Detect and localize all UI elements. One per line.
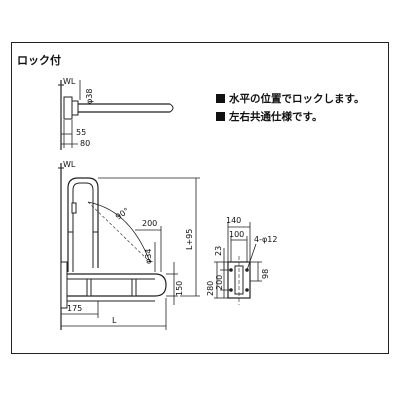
label-l95: L+95 bbox=[185, 229, 194, 250]
label-dim140: 140 bbox=[226, 216, 241, 225]
drawing-title: ロック付 bbox=[17, 54, 61, 67]
label-dim98: 98 bbox=[261, 269, 270, 279]
note-both-sides: 左右共通仕様です。 bbox=[216, 109, 322, 124]
top-view bbox=[58, 80, 174, 150]
top-arm-end bbox=[169, 103, 174, 113]
label-dim175: 175 bbox=[67, 304, 82, 313]
label-dia38: φ38 bbox=[85, 89, 94, 104]
label-hole: 4-φ12 bbox=[254, 235, 277, 244]
lock-knob bbox=[71, 202, 77, 214]
label-dim200: 200 bbox=[142, 219, 157, 228]
note-lock-horizontal: 水平の位置でロックします。 bbox=[216, 91, 364, 106]
rail-horizontal-end bbox=[154, 273, 167, 297]
label-dim280: 280 bbox=[206, 281, 215, 296]
label-dim80: 80 bbox=[80, 139, 90, 148]
top-base-plate bbox=[63, 96, 73, 120]
screw-hole-icon bbox=[245, 288, 249, 292]
label-dim23: 23 bbox=[214, 246, 223, 256]
drawing-frame bbox=[11, 42, 389, 354]
top-bracket bbox=[71, 100, 79, 116]
plate-view bbox=[214, 222, 262, 305]
note-text: 左右共通仕様です。 bbox=[229, 111, 323, 123]
rail-stay bbox=[131, 278, 137, 297]
label-dim100: 100 bbox=[229, 230, 244, 239]
label-wl-top: WL bbox=[63, 77, 76, 86]
label-dim-l: L bbox=[112, 316, 117, 325]
label-dia34: φ34 bbox=[144, 249, 153, 264]
rail-stay bbox=[86, 278, 92, 297]
label-dim150: 150 bbox=[175, 281, 184, 296]
label-dim55: 55 bbox=[76, 128, 86, 137]
note-text: 水平の位置でロックします。 bbox=[229, 93, 365, 105]
label-angle: 90° bbox=[114, 206, 131, 222]
rail-raised-inner bbox=[72, 182, 94, 272]
wall-plate bbox=[60, 261, 68, 309]
hole-leader bbox=[246, 243, 257, 271]
swing-radius bbox=[87, 201, 151, 263]
main-view bbox=[58, 163, 200, 330]
swing-arc bbox=[87, 201, 151, 263]
bullet-square-icon bbox=[216, 94, 225, 103]
rail-raised-outer bbox=[67, 177, 99, 272]
label-wl-main: WL bbox=[63, 160, 76, 169]
label-dim200b: 200 bbox=[215, 275, 224, 290]
bullet-square-icon bbox=[216, 112, 225, 121]
